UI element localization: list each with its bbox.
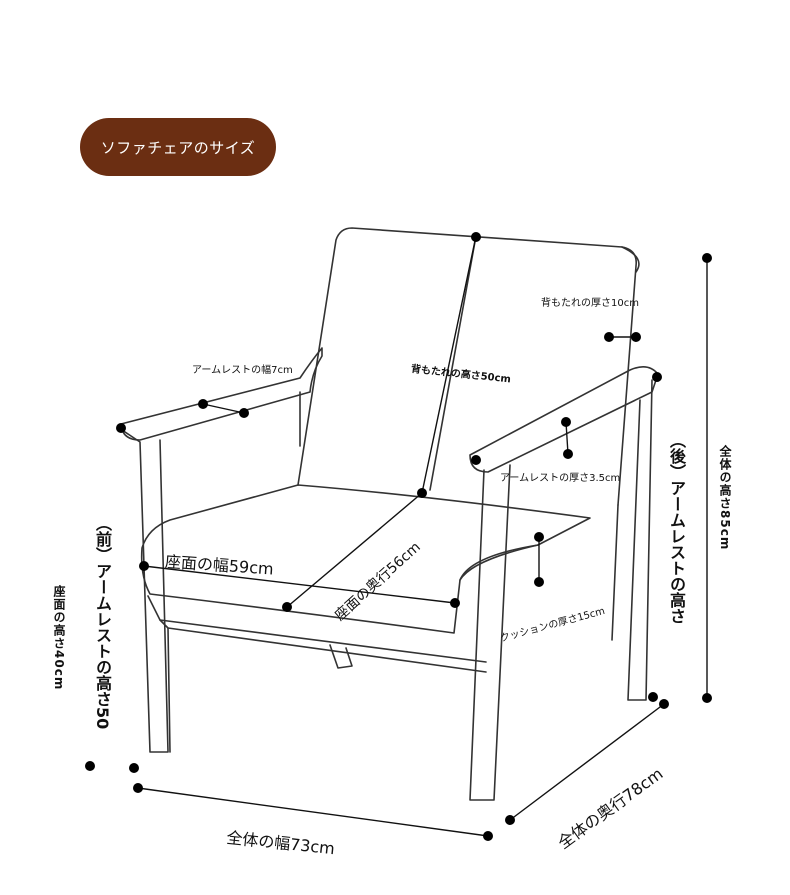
label-rear-armrest-height: （後）アームレストの高さ [667,432,686,624]
seat-cushion [140,484,591,634]
dimension-lines [137,235,708,837]
dimension-markers [85,232,712,841]
backrest-outline [297,227,638,506]
label-front-armrest-height: （前）アームレストの高さ50 [93,515,112,730]
chair-outline [120,227,659,801]
label-armrest-width: アームレストの幅7cm [192,365,293,376]
left-armrest [120,347,323,441]
label-total-height: 全体の高さ85cm [718,445,732,551]
title-badge-label: ソファチェアのサイズ [100,138,256,157]
label-armrest-thickness: アームレストの厚さ3.5cm [500,473,621,484]
label-backrest-thickness: 背もたれの厚さ10cm [541,298,639,309]
front-right-leg [469,464,511,801]
back-right-leg [627,379,653,701]
label-seat-height: 座面の高さ40cm [52,585,66,691]
front-left-leg [121,429,169,753]
right-armrest [469,366,659,473]
title-badge: ソファチェアのサイズ [80,118,276,176]
